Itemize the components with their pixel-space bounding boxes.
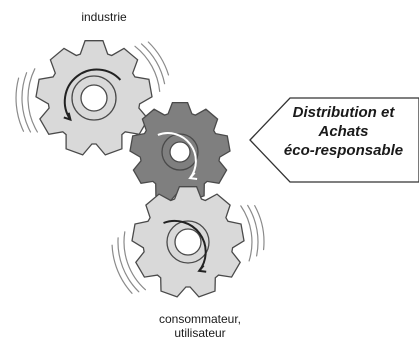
arrowhead-icon <box>63 112 72 122</box>
arrowhead-icon <box>188 172 198 180</box>
gear-consumer-icon <box>131 186 245 298</box>
callout-line-2: Achats <box>318 123 369 140</box>
motion-lines-icon <box>140 43 166 85</box>
callout-line-3: éco-responsable <box>283 142 404 159</box>
rotation-arrow-icon <box>63 68 122 121</box>
callout-line-1: Distribution et <box>292 104 395 121</box>
motion-lines-icon <box>254 205 265 251</box>
motion-lines-icon <box>247 204 259 257</box>
arrowhead-icon <box>197 264 207 273</box>
rotation-arrow-icon <box>163 219 207 272</box>
motion-lines-icon <box>111 244 133 294</box>
motion-lines-icon <box>147 41 170 76</box>
motion-lines-icon <box>117 237 140 293</box>
consumer-label-line1: consommateur, <box>158 312 242 326</box>
callout-text: Distribution et Achats éco-responsable <box>268 103 419 160</box>
consumer-label: consommateur, utilisateur <box>120 312 280 340</box>
rotation-arrow-icon <box>157 132 197 179</box>
motion-lines-icon <box>134 45 161 92</box>
motion-lines-icon <box>27 68 38 133</box>
motion-lines-icon <box>123 231 146 291</box>
industry-label: industrie <box>81 10 127 24</box>
motion-lines-icon <box>21 72 32 133</box>
motion-lines-icon <box>240 205 253 262</box>
gear-industry-icon <box>35 40 153 156</box>
gear-distribution-icon <box>129 101 231 202</box>
callout-arrow-shape <box>249 97 419 183</box>
consumer-label-line2: utilisateur <box>174 326 226 340</box>
motion-lines-icon <box>15 77 25 132</box>
